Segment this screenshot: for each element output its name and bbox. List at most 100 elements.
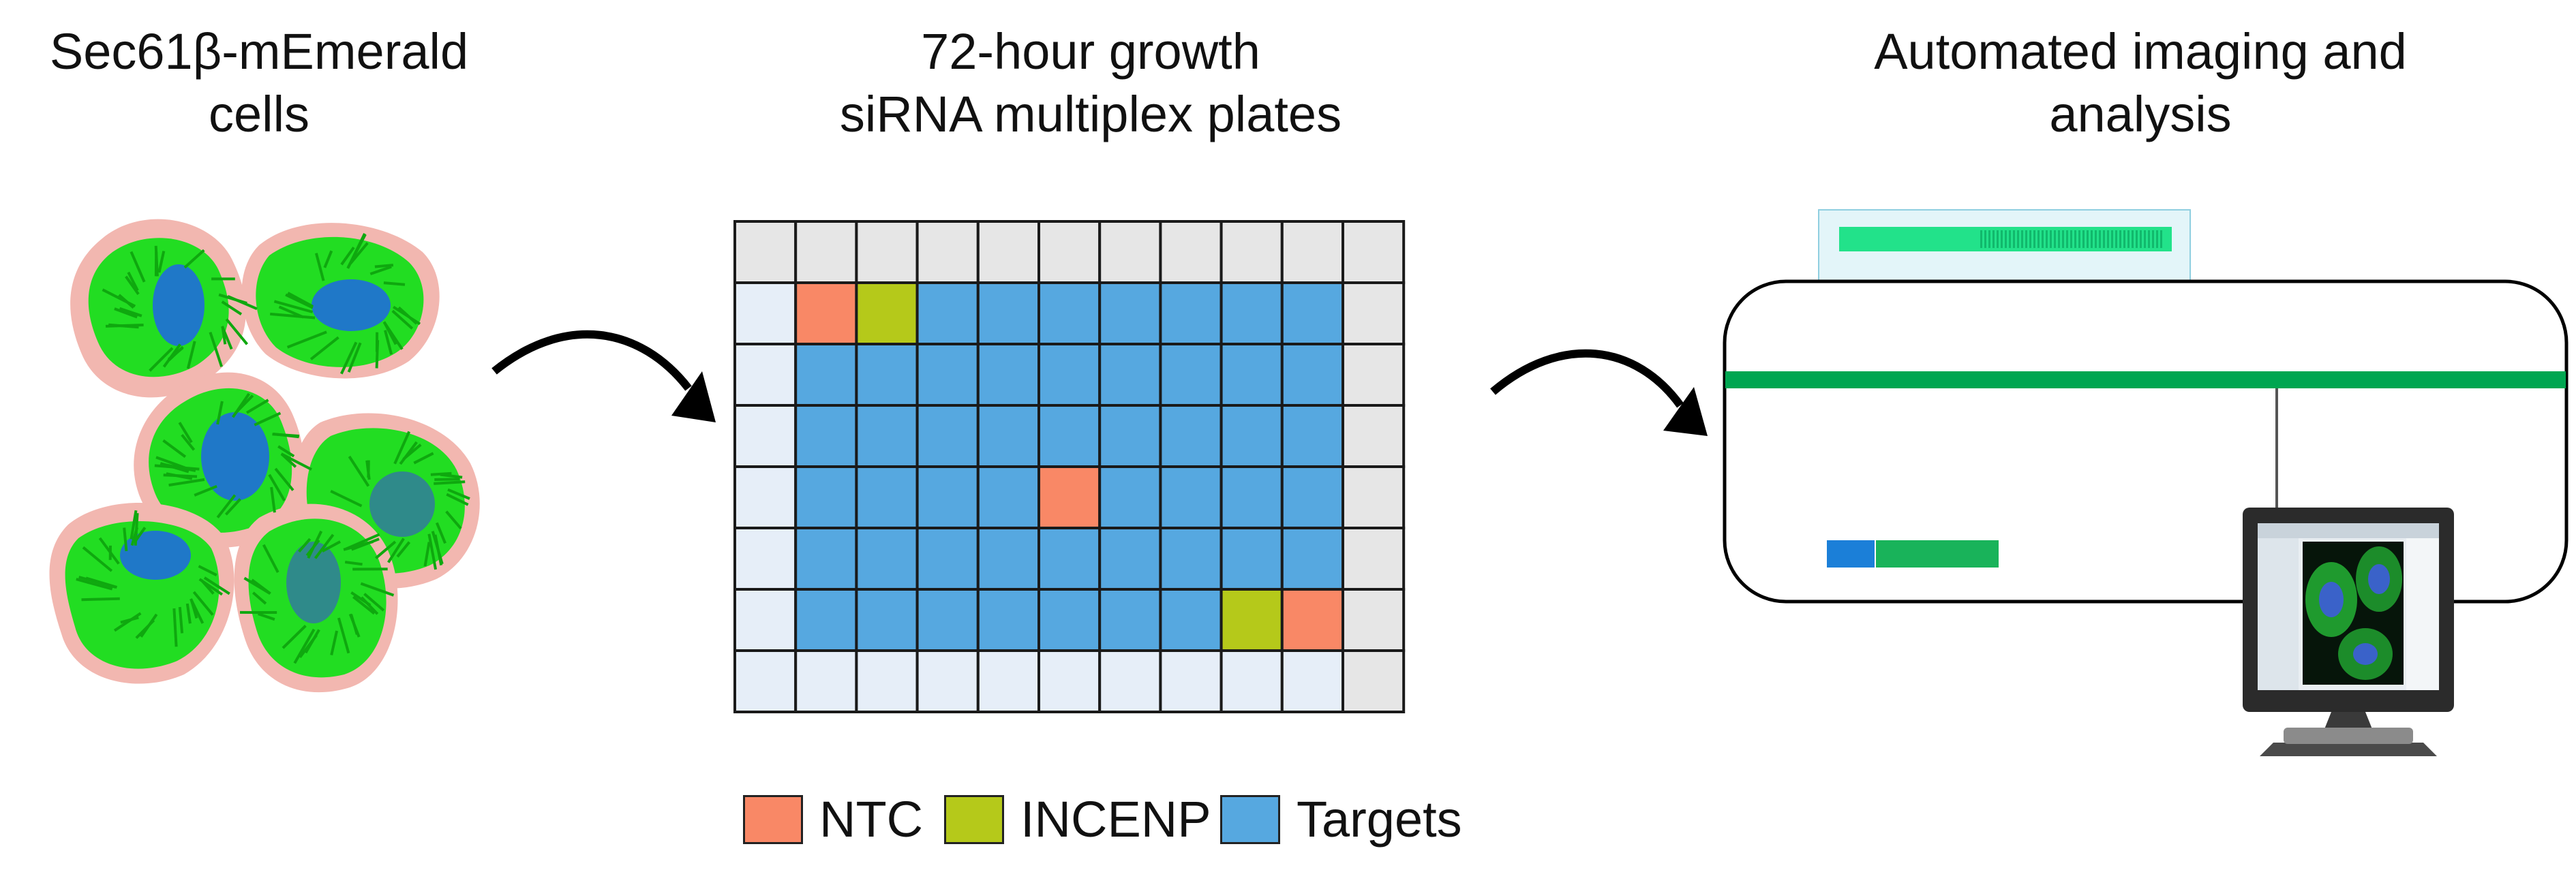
er-tubule: [352, 595, 376, 615]
plate-well-edge: [915, 220, 980, 284]
barcode-bar: [2050, 230, 2052, 248]
er-tubule: [135, 619, 155, 639]
er-tubule: [225, 318, 249, 345]
er-tubule: [330, 489, 363, 508]
legend-ntc: NTC: [743, 790, 923, 848]
barcode-bar: [2054, 230, 2056, 248]
er-tubule: [330, 630, 339, 656]
er-tubule: [399, 441, 418, 465]
plate-well-target: [794, 588, 858, 652]
plate-well-target: [794, 465, 858, 529]
plate-well-INCENP: [855, 281, 919, 345]
er-tubule: [149, 347, 174, 372]
plate-title-line1: 72-hour growth: [921, 23, 1260, 80]
plate-well-target: [976, 465, 1041, 529]
er-tubule: [178, 422, 193, 444]
plate-well-target: [1159, 465, 1223, 529]
er-tubule: [343, 540, 374, 551]
barcode-bar: [2115, 230, 2117, 248]
plate-well-edge: [1342, 527, 1406, 591]
plate-well-NTC: [794, 281, 858, 345]
er-tubule: [347, 342, 362, 373]
plate-well-edge: [976, 220, 1041, 284]
er-tubule: [157, 251, 166, 273]
er-tubule: [166, 472, 193, 480]
er-tubule: [402, 444, 422, 461]
er-tubule: [350, 614, 359, 635]
barcode-bar: [2160, 230, 2162, 248]
plate-well-empty: [915, 649, 980, 713]
er-tubule: [130, 510, 138, 540]
er-tubule: [350, 591, 372, 607]
plate-well-target: [915, 281, 980, 345]
er-tubule: [224, 498, 241, 516]
plate-well-target: [794, 527, 858, 591]
plate-well-target: [976, 343, 1041, 407]
er-tubule: [186, 341, 196, 369]
plate-well-edge: [733, 220, 798, 284]
er-tubule: [231, 392, 251, 418]
plate-well-empty: [733, 649, 798, 713]
barcode-bar: [2156, 230, 2158, 248]
plate-well-target: [1159, 281, 1223, 345]
plate-well-empty: [1159, 649, 1223, 713]
er-tubule: [227, 295, 258, 311]
plate-well-target: [915, 343, 980, 407]
plate-well-target: [1280, 281, 1345, 345]
legend-swatch-ntc: [743, 794, 803, 844]
barcode-bar: [2082, 230, 2085, 248]
plate-well-target: [1037, 588, 1102, 652]
er-tubule: [168, 478, 205, 487]
barcode-bar: [2017, 230, 2019, 248]
er-tubule: [445, 510, 462, 530]
plate-well-edge: [1342, 588, 1406, 652]
plate-well-empty: [1098, 649, 1162, 713]
plate-well-target: [1219, 404, 1284, 468]
er-tubule: [134, 527, 147, 542]
er-tubule: [245, 399, 269, 414]
instrument-barcode: [1980, 230, 2162, 248]
instrument-green-button: [1876, 540, 1999, 568]
er-tubule: [340, 246, 355, 266]
plate-well-empty: [733, 404, 798, 468]
plate-well-NTC: [1037, 465, 1102, 529]
er-tubule: [314, 533, 335, 559]
er-tubule: [374, 264, 394, 268]
er-tubule: [287, 292, 314, 308]
cells-title-line1: Sec61β-mEmerald: [49, 23, 469, 80]
plate-well-edge: [1342, 220, 1406, 284]
er-tubule: [369, 265, 392, 275]
multiwell-plate: [733, 220, 1406, 713]
plate-well-target: [976, 527, 1041, 591]
green-er-cells-illustration: [49, 219, 480, 693]
imaging-title-line2: analysis: [2049, 86, 2232, 142]
plate-well-target: [1098, 343, 1162, 407]
curved-arrow-icon: [1490, 349, 1684, 408]
er-tubule: [125, 275, 140, 295]
er-tubule: [198, 565, 217, 576]
er-tubule: [434, 480, 466, 485]
barcode-bar: [2111, 230, 2113, 248]
plate-well-target: [1219, 343, 1284, 407]
er-tubule: [375, 540, 397, 559]
cell-nucleus: [286, 542, 341, 623]
plate-title-line2: siRNA multiplex plates: [839, 86, 1342, 142]
plate-well-target: [1098, 404, 1162, 468]
er-tubule: [221, 326, 227, 345]
plate-well-edge: [1342, 465, 1406, 529]
er-tubule: [274, 467, 294, 491]
plate-well-target: [1280, 527, 1345, 591]
er-tubule: [384, 330, 393, 355]
er-tubule: [278, 305, 305, 319]
plate-well-target: [976, 281, 1041, 345]
barcode-bar: [1992, 230, 1995, 248]
plate-well-target: [1037, 527, 1102, 591]
legend-incenp: INCENP: [944, 790, 1211, 848]
plate-well-edge: [1280, 220, 1345, 284]
cells-panel-title: Sec61β-mEmerald cells: [0, 20, 518, 146]
screen-nucleus: [2368, 564, 2390, 594]
er-tubule: [178, 606, 184, 634]
er-tubule: [102, 288, 136, 308]
screen-nucleus: [2353, 643, 2378, 665]
plate-well-target: [855, 404, 919, 468]
